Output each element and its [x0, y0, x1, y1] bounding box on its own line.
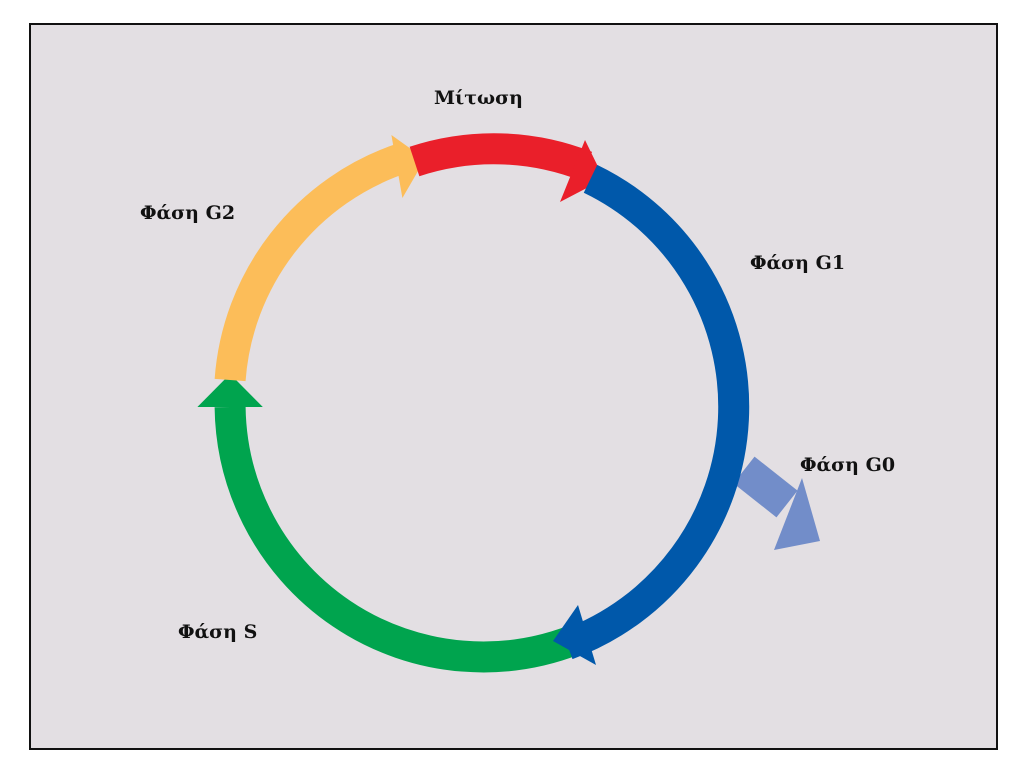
g2-phase-arrowhead: [391, 135, 425, 198]
s-phase-arc: [197, 374, 581, 673]
s-phase-arc-band: [214, 406, 581, 673]
g1-phase-arc-band: [561, 164, 750, 660]
g0-arrow-head: [774, 478, 820, 550]
mitosis-arrowhead: [560, 140, 604, 202]
g0-arrow-shaft: [733, 456, 798, 518]
g1-phase-arc: [553, 164, 750, 665]
g1-phase-arrowhead: [553, 605, 596, 665]
mitosis-arc-band: [409, 133, 593, 181]
g2-phase-arc: [214, 135, 425, 382]
g0-phase-label: Φάση G0: [800, 454, 896, 476]
g2-phase-arc-band: [214, 143, 408, 382]
mitosis-label: Μίτωση: [434, 87, 523, 109]
g2-phase-label: Φάση G2: [140, 202, 236, 224]
s-phase-label: Φάση S: [178, 621, 258, 643]
g0-exit-arrow: [733, 456, 820, 550]
g1-phase-label: Φάση G1: [750, 252, 846, 274]
s-phase-arrowhead: [197, 374, 263, 407]
mitosis-arc: [409, 133, 604, 202]
